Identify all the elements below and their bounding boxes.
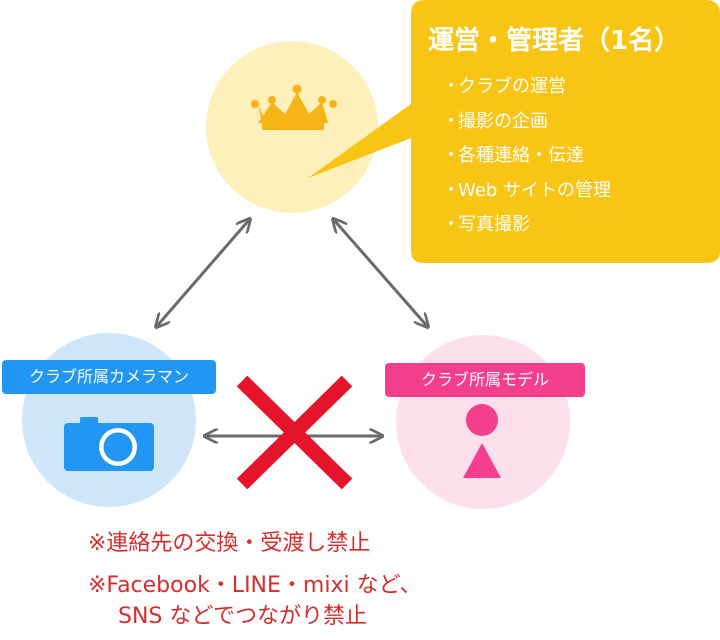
camera-icon [64,417,154,471]
duty-item: ・写真撮影 [442,210,611,245]
duty-bullet: ・ [442,145,460,166]
cross-mark-icon [236,375,353,490]
notice-sns-line-2: SNS などでつながり禁止 [118,604,367,629]
notice-sns-line-1: ※Facebook・LINE・mixi など、 [88,573,422,598]
crown-icon [251,84,337,130]
duty-label: Web サイトの管理 [458,179,611,201]
duty-item: ・撮影の企画 [442,107,611,142]
duty-item: ・クラブの運営 [442,72,611,107]
admin-title: 運営・管理者（1名） [428,26,681,56]
duty-item: ・各種連絡・伝達 [442,141,611,176]
model-role-label: クラブ所属モデル [385,363,585,397]
duty-bullet: ・ [442,110,460,132]
duty-label: 撮影の企画 [458,110,548,132]
duty-bullet: ・ [442,76,460,97]
duty-item: ・Web サイトの管理 [442,176,611,211]
person-icon [463,404,501,478]
admin-callout [308,0,720,263]
duty-bullet: ・ [442,214,460,235]
duty-bullet: ・ [442,179,460,201]
arrow-admin-model [334,220,427,326]
duty-label: 写真撮影 [458,214,530,235]
duty-label: 各種連絡・伝達 [458,145,584,166]
duty-label: クラブの運営 [458,76,566,97]
notice-contact-exchange: ※連絡先の交換・受渡し禁止 [88,531,371,556]
admin-duty-list: ・クラブの運営 ・撮影の企画 ・各種連絡・伝達 ・Web サイトの管理 ・写真撮… [442,72,611,245]
camera-role-label: クラブ所属カメラマン [2,360,216,394]
arrow-admin-camera [157,220,249,326]
